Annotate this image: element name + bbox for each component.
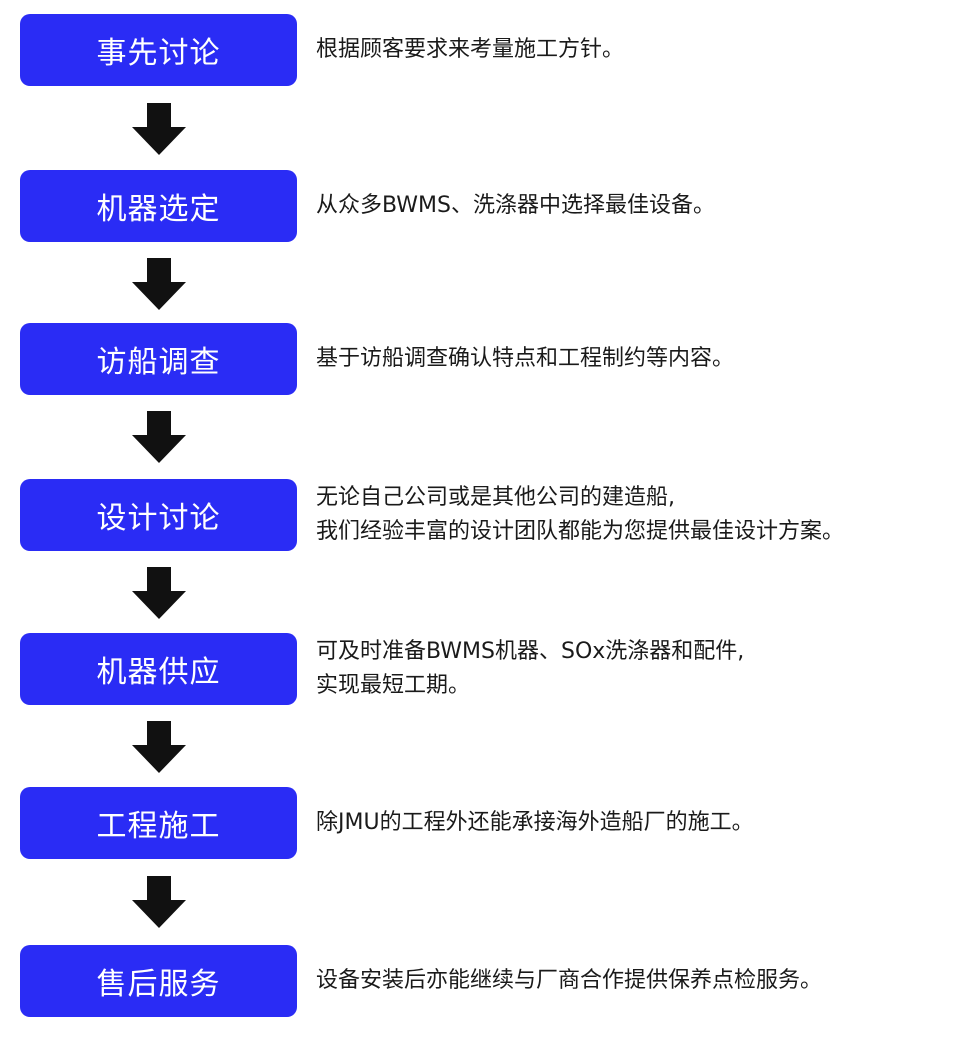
step-description: 设备安装后亦能继续与厂商合作提供保养点检服务。 (316, 945, 946, 1017)
step-title: 机器选定 (96, 192, 221, 227)
step-description: 从众多BWMS、洗涤器中选择最佳设备。 (316, 170, 946, 242)
step-description-line: 设备安装后亦能继续与厂商合作提供保养点检服务。 (316, 968, 823, 993)
down-arrow-icon (132, 411, 186, 463)
step-box-design-discussion: 设计讨论 (20, 479, 297, 551)
step-description: 根据顾客要求来考量施工方针。 (316, 14, 946, 86)
step-box-equipment-selection: 机器选定 (20, 170, 297, 242)
step-title: 访船调查 (96, 345, 221, 380)
step-description: 可及时准备BWMS机器、SOx洗涤器和配件, 实现最短工期。 (316, 630, 946, 708)
step-description-line: 我们经验丰富的设计团队都能为您提供最佳设计方案。 (316, 519, 845, 544)
step-box-equipment-supply: 机器供应 (20, 633, 297, 705)
step-description-line: 从众多BWMS、洗涤器中选择最佳设备。 (316, 193, 716, 218)
step-description: 除JMU的工程外还能承接海外造船厂的施工。 (316, 787, 946, 859)
step-title: 工程施工 (96, 809, 221, 844)
step-description-line: 实现最短工期。 (316, 673, 471, 698)
step-description-line: 可及时准备BWMS机器、SOx洗涤器和配件, (316, 639, 745, 664)
step-title: 售后服务 (96, 967, 221, 1002)
step-description: 无论自己公司或是其他公司的建造船, 我们经验丰富的设计团队都能为您提供最佳设计方… (316, 476, 946, 554)
step-box-ship-survey: 访船调查 (20, 323, 297, 395)
step-description-line: 根据顾客要求来考量施工方针。 (316, 37, 625, 62)
step-box-prior-discussion: 事先讨论 (20, 14, 297, 86)
step-box-after-sales-service: 售后服务 (20, 945, 297, 1017)
down-arrow-icon (132, 876, 186, 928)
step-description-line: 无论自己公司或是其他公司的建造船, (316, 485, 675, 510)
step-description: 基于访船调查确认特点和工程制约等内容。 (316, 323, 946, 395)
down-arrow-icon (132, 103, 186, 155)
step-description-line: 除JMU的工程外还能承接海外造船厂的施工。 (316, 810, 754, 835)
step-title: 机器供应 (96, 655, 221, 690)
step-title: 事先讨论 (96, 36, 221, 71)
step-title: 设计讨论 (96, 501, 221, 536)
down-arrow-icon (132, 567, 186, 619)
down-arrow-icon (132, 721, 186, 773)
step-description-line: 基于访船调查确认特点和工程制约等内容。 (316, 346, 735, 371)
down-arrow-icon (132, 258, 186, 310)
step-box-construction: 工程施工 (20, 787, 297, 859)
